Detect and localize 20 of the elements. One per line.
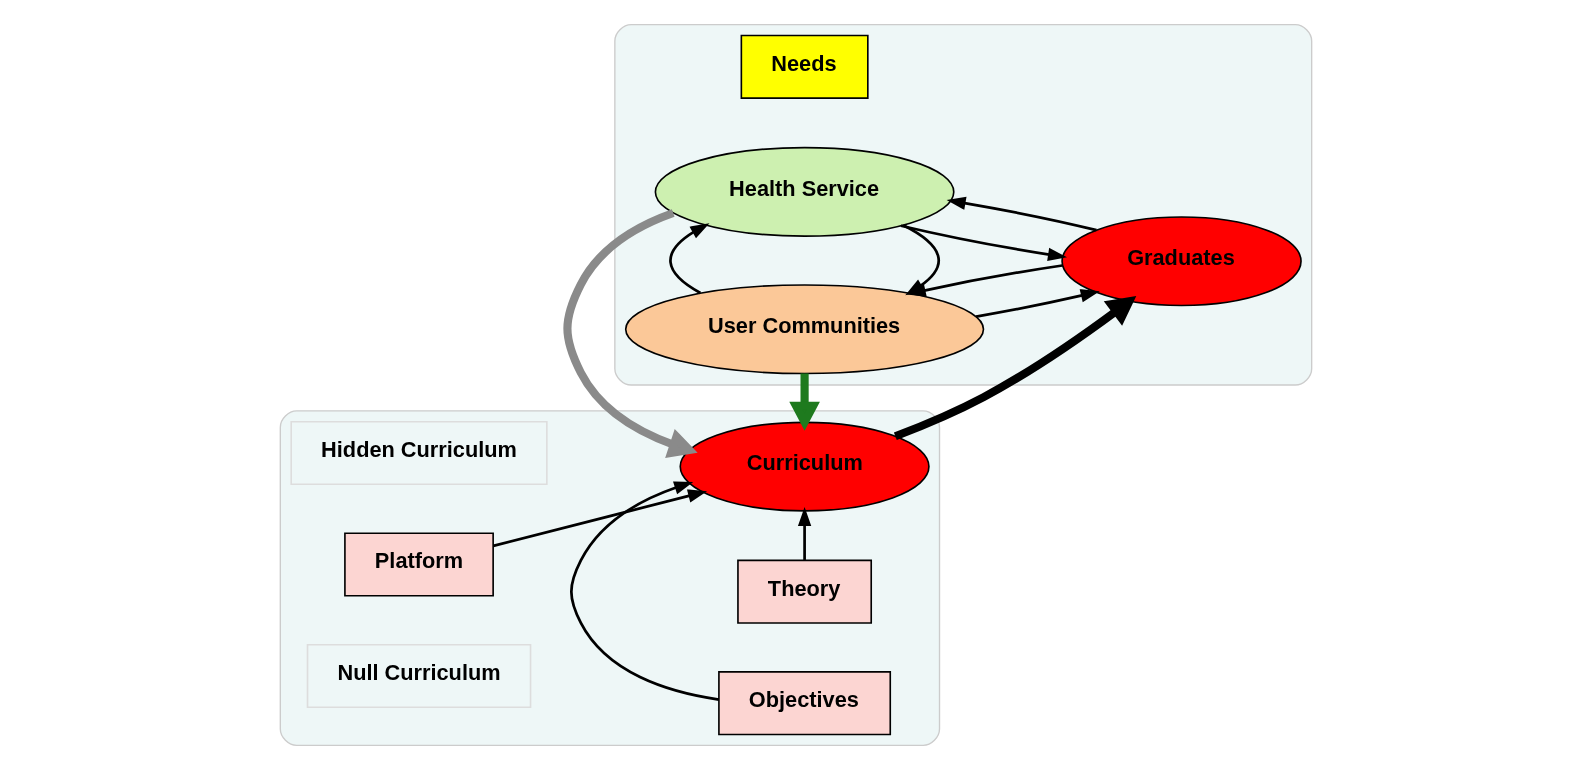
arrow [797,506,811,560]
arrow [975,289,1100,318]
arrow [492,489,707,548]
node-box: Needs [740,34,869,99]
arrow [893,296,1136,441]
arrow [946,196,1097,232]
cluster [279,410,940,747]
node-ellipse: Graduates [1060,216,1302,307]
arrow [668,223,709,295]
cluster [613,23,1312,386]
arrow [569,481,719,701]
node-box: Objectives [717,671,891,736]
node-box: Theory [736,559,872,624]
node-box: Null Curriculum [306,643,531,709]
arrow [900,224,1067,261]
arrow [562,209,698,459]
node-box: Platform [343,532,494,597]
arrow [788,373,820,431]
node-ellipse: Curriculum [678,421,930,512]
node-box: Hidden Curriculum [289,420,548,486]
